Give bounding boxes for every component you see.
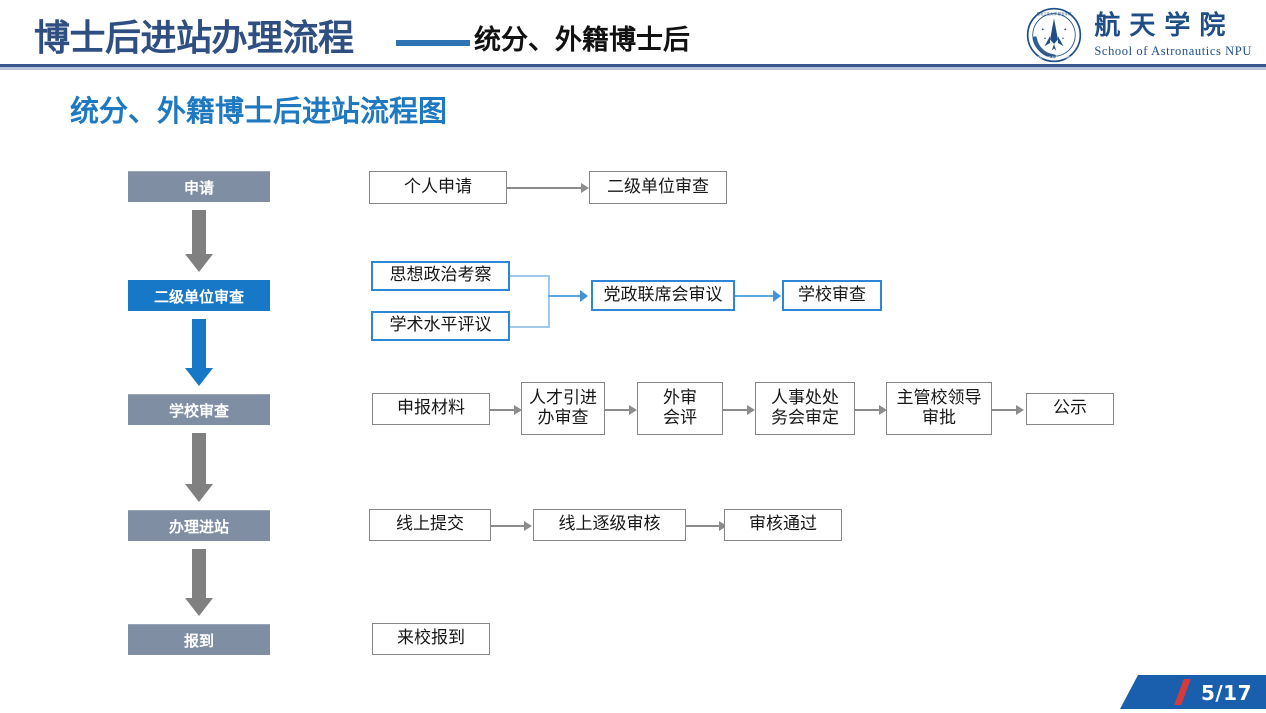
connector-line	[855, 409, 879, 411]
page-number: 5/17	[1200, 681, 1252, 705]
merge-connector-arrowhead	[580, 290, 588, 302]
connector-arrowhead	[879, 405, 887, 415]
slide-header: 博士后进站办理流程 统分、外籍博士后 西北工业大学 航天学院 School of…	[0, 0, 1266, 70]
connector-arrowhead	[581, 183, 589, 193]
svg-text:西北工业大学 航天学院: 西北工业大学 航天学院	[1037, 11, 1072, 16]
flow-box-hr-office-decision[interactable]: 人事处处 务会审定	[755, 382, 855, 435]
slide-subtitle: 统分、外籍博士后进站流程图	[70, 94, 448, 128]
flow-box-external-review-meeting[interactable]: 外审 会评	[637, 382, 723, 435]
institution-logo: 西北工业大学 航天学院 School of Astronautics 航天学院 …	[1026, 4, 1252, 66]
connector-line	[490, 409, 514, 411]
logo-chinese-name: 航天学院	[1094, 10, 1235, 41]
merge-connector-bottom	[510, 326, 550, 328]
flow-box-talent-office-review[interactable]: 人才引进 办审查	[521, 382, 605, 435]
connector-line	[605, 409, 629, 411]
connector-line	[507, 187, 581, 189]
connector-arrowhead	[719, 521, 727, 531]
connector-arrowhead	[773, 290, 781, 302]
flow-box-label: 人事处处 务会审定	[771, 387, 839, 428]
logo-english-name: School of Astronautics NPU	[1094, 43, 1252, 58]
merge-connector-top	[510, 275, 550, 277]
flow-box-review-passed[interactable]: 审核通过	[724, 509, 842, 541]
stage-item-entry[interactable]: 办理进站	[128, 510, 270, 541]
connector-arrowhead	[629, 405, 637, 415]
slide-footer: 5/17	[1086, 675, 1266, 709]
flow-box-unit-review[interactable]: 二级单位审查	[589, 171, 727, 204]
flow-box-publicity[interactable]: 公示	[1026, 393, 1114, 425]
stage-arrow-school-to-entry	[185, 433, 213, 502]
connector-line	[723, 409, 747, 411]
stage-item-report[interactable]: 报到	[128, 624, 270, 655]
stage-item-school-review[interactable]: 学校审查	[128, 394, 270, 425]
npu-astronautics-emblem-icon: 西北工业大学 航天学院 School of Astronautics	[1027, 7, 1082, 63]
flow-box-school-review[interactable]: 学校审查	[782, 280, 882, 311]
merge-connector-vertical	[548, 275, 550, 328]
flow-box-academic-review[interactable]: 学术水平评议	[371, 311, 510, 341]
stage-item-unit-review[interactable]: 二级单位审查	[128, 280, 270, 311]
stage-item-application[interactable]: 申请	[128, 171, 270, 202]
header-divider-bottom	[0, 67, 1266, 70]
connector-arrowhead	[747, 405, 755, 415]
page-title-subject: 统分、外籍博士后	[474, 25, 690, 56]
title-dash-rule	[396, 40, 470, 46]
flow-box-arrive-report[interactable]: 来校报到	[372, 623, 490, 655]
flow-box-label: 人才引进 办审查	[529, 387, 597, 428]
svg-text:School of Astronautics: School of Astronautics	[1034, 56, 1074, 60]
connector-arrowhead	[1016, 405, 1024, 415]
flow-box-label: 外审 会评	[663, 387, 697, 428]
stage-arrow-application-to-unit	[185, 210, 213, 272]
page-title: 博士后进站办理流程	[34, 18, 354, 59]
flow-box-leader-approval[interactable]: 主管校领导 审批	[886, 382, 992, 435]
footer-banner	[1120, 675, 1266, 709]
connector-line	[686, 525, 719, 527]
connector-line	[992, 409, 1016, 411]
connector-line	[491, 525, 524, 527]
flow-box-online-level-review[interactable]: 线上逐级审核	[533, 509, 686, 541]
flow-box-online-submit[interactable]: 线上提交	[369, 509, 491, 541]
stage-arrow-entry-to-report	[185, 549, 213, 616]
flow-box-party-joint-meeting[interactable]: 党政联席会审议	[591, 280, 735, 311]
flow-box-political-assessment[interactable]: 思想政治考察	[371, 261, 510, 291]
connector-line	[735, 295, 773, 297]
flow-box-personal-application[interactable]: 个人申请	[369, 171, 507, 204]
stage-arrow-unit-to-school	[185, 319, 213, 386]
merge-connector-stem	[548, 295, 580, 297]
flow-box-label: 主管校领导 审批	[896, 387, 982, 428]
header-divider-top	[0, 64, 1266, 67]
flow-box-application-materials[interactable]: 申报材料	[372, 393, 490, 425]
connector-arrowhead	[524, 521, 532, 531]
connector-arrowhead	[514, 405, 522, 415]
